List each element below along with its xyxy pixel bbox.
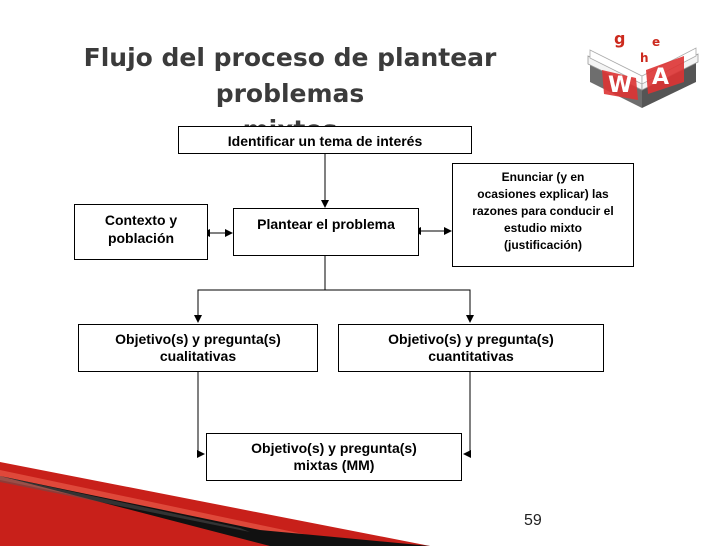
box-cualitativas-line-1: Objetivo(s) y pregunta(s) [115, 331, 281, 347]
box-objetivos-cuantitativas: Objetivo(s) y pregunta(s) cuantitativas [338, 324, 604, 372]
arrow-cualitativas-mixtas [197, 372, 205, 458]
box-plantear-problema: Plantear el problema [233, 208, 419, 256]
arrow-plantear-cuantitativas [325, 289, 474, 323]
logo-letter-e: e [652, 35, 660, 49]
box-cuantitativas-line-2: cuantitativas [428, 348, 514, 364]
logo-letter-g: g [614, 29, 625, 48]
box-enunciar-line-4: estudio mixto [503, 221, 582, 235]
box-contexto-line-1: Contexto y [104, 212, 178, 228]
box-objetivos-cualitativas: Objetivo(s) y pregunta(s) cualitativas [78, 324, 318, 372]
box-objetivos-mixtas: Objetivo(s) y pregunta(s) mixtas (MM) [206, 433, 462, 481]
arrow-plantear-cualitativas [194, 256, 326, 323]
box-enunciar-line-3: razones para conducir el [472, 204, 614, 218]
box-enunciar-line-1: Enunciar (y en [501, 170, 585, 184]
box-enunciar-line-5: (justificación) [503, 238, 582, 252]
box-mixtas-line-1: Objetivo(s) y pregunta(s) [251, 440, 417, 456]
box-identificar-text: Identificar un tema de interés [227, 133, 423, 149]
arrow-cuantitativas-mixtas [463, 372, 471, 458]
slide-title-line-1: Flujo del proceso de plantear problemas [83, 43, 497, 108]
page-number: 59 [524, 512, 542, 529]
book-logo-icon: g h e W A [587, 29, 699, 108]
box-mixtas-line-2: mixtas (MM) [293, 457, 375, 473]
box-contexto-poblacion: Contexto y población [74, 204, 208, 260]
box-contexto-line-2: población [107, 230, 175, 246]
box-cuantitativas-line-1: Objetivo(s) y pregunta(s) [388, 331, 554, 347]
logo-letter-w: W [608, 73, 632, 98]
box-enunciar-justificacion: Enunciar (y en ocasiones explicar) las r… [452, 163, 634, 267]
slide-title: Flujo del proceso de plantear problemas … [30, 40, 550, 148]
logo-letter-a: A [652, 65, 669, 90]
box-enunciar-line-2: ocasiones explicar) las [477, 187, 609, 201]
box-cualitativas-line-2: cualitativas [159, 348, 237, 364]
logo-letter-h: h [640, 51, 649, 65]
box-plantear-text: Plantear el problema [257, 216, 395, 232]
box-identificar-tema: Identificar un tema de interés [178, 126, 472, 154]
